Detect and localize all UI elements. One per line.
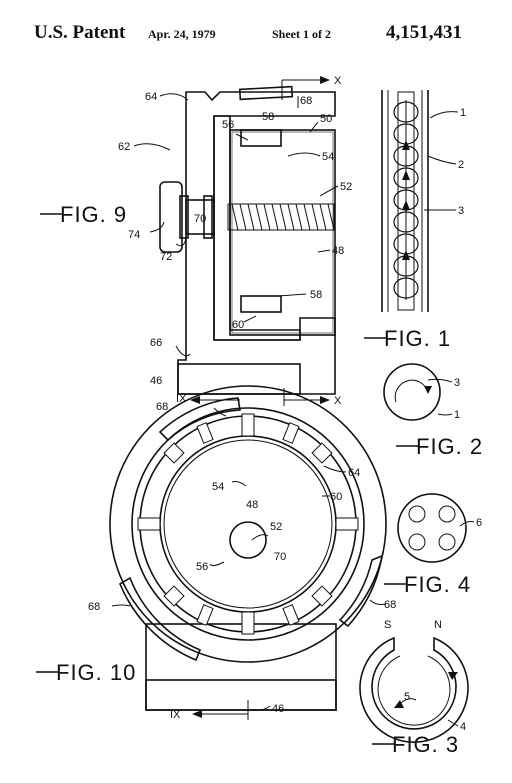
reference-numerals: 64 68 X 62 50 56 58 54 52 48 58 60 70 74… [88,75,482,733]
ref-64-fig10: 64 [348,467,360,479]
ref-ix-bottom: IX [170,709,181,721]
patent-number: 4,151,431 [386,22,462,43]
ref-46-top: 46 [150,375,162,387]
fig10-drawing [109,385,387,720]
fig9-title: FIG. 9 [60,202,127,227]
fig2-title: FIG. 2 [416,434,483,459]
fig4-title: FIG. 4 [404,572,471,597]
figure-titles: FIG. 9 FIG. 1 FIG. 2 FIG. 4 FIG. 10 FIG.… [36,202,483,757]
leader-lines [111,93,475,727]
fig4-drawing [397,493,467,563]
fig10-title: FIG. 10 [56,660,136,685]
ref-3-fig1: 3 [458,205,464,217]
fig2-drawing [383,363,441,421]
ref-46-bottom: 46 [272,703,284,715]
fig3-title: FIG. 3 [392,732,459,757]
ref-66: 66 [150,337,162,349]
ref-54-top: 54 [322,151,334,163]
ref-5: 5 [404,691,410,703]
patent-date: Apr. 24, 1979 [148,27,216,41]
ref-72: 72 [160,251,172,263]
fig3-drawing [359,636,469,743]
ref-x-bottom: X [334,395,342,407]
ref-68-fig10-top: 68 [156,401,168,413]
fig9-drawing [159,76,336,406]
ref-s: S [384,619,391,631]
fig1-title: FIG. 1 [384,326,451,351]
ref-58-bottom: 58 [310,289,322,301]
ref-n: N [434,619,442,631]
ref-60-fig10: 60 [330,491,342,503]
ref-70-top: 70 [194,213,206,225]
ref-68-fig10-left: 68 [88,601,100,613]
ref-68-top: 68 [300,95,312,107]
ref-48-top: 48 [332,245,344,257]
fig1-drawing [381,90,429,312]
ref-54-fig10: 54 [212,481,224,493]
ref-4: 4 [460,721,466,733]
ref-ix-top: IX [176,393,187,405]
ref-58-top: 58 [262,111,274,123]
ref-68-fig10-right: 68 [384,599,396,611]
ref-74: 74 [128,229,140,241]
ref-52-fig10: 52 [270,521,282,533]
ref-52-top: 52 [340,181,352,193]
ref-48-fig10: 48 [246,499,258,511]
patent-title: U.S. Patent [34,22,126,43]
ref-3-fig2: 3 [454,377,460,389]
ref-56-top: 56 [222,119,234,131]
ref-60-top: 60 [232,319,244,331]
ref-6: 6 [476,517,482,529]
ref-2: 2 [458,159,464,171]
ref-56-fig10: 56 [196,561,208,573]
ref-70-fig10: 70 [274,551,286,563]
ref-62: 62 [118,141,130,153]
ref-50: 50 [320,113,332,125]
ref-1-fig1: 1 [460,107,466,119]
ref-1-fig2: 1 [454,409,460,421]
ref-64: 64 [145,91,157,103]
ref-x-top: X [334,75,342,87]
sheet-number: Sheet 1 of 2 [272,27,331,41]
